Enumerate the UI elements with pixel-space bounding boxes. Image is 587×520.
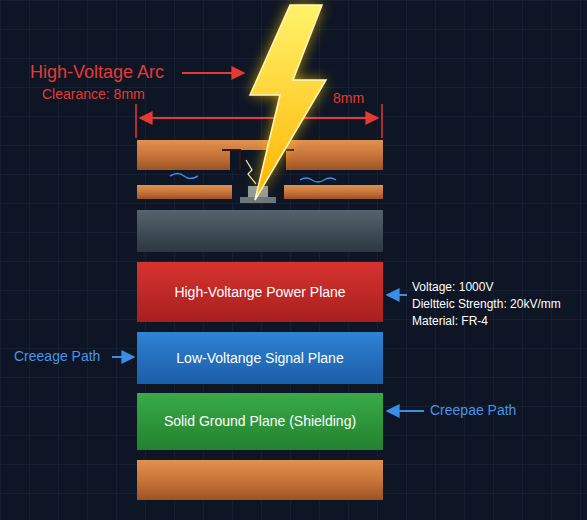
spec-label: Material: FR-4 [412,314,488,328]
layer-label: Low-Voltange Signal Plane [166,349,353,367]
creepage-label: Creeage Path [14,348,100,365]
layer-label: High-Voltange Power Plane [164,283,355,301]
dimension-label: 8mm [333,90,364,107]
spec-label: Voltage: 1000V [412,280,493,294]
ground-plane: Solid Ground Plane (Shielding) [137,393,383,450]
creepage-label: Creepae Path [430,402,516,419]
clearance-label: Clearance: 8mm [42,86,145,103]
signal-plane: Low-Voltange Signal Plane [137,332,383,384]
arc-label: High-Voltage Arc [30,62,164,84]
spec-label: Dieltteic Strength: 20kV/mm [412,297,561,311]
layer-label: Solid Ground Plane (Shielding) [154,412,366,430]
power-plane: High-Voltange Power Plane [137,262,383,322]
